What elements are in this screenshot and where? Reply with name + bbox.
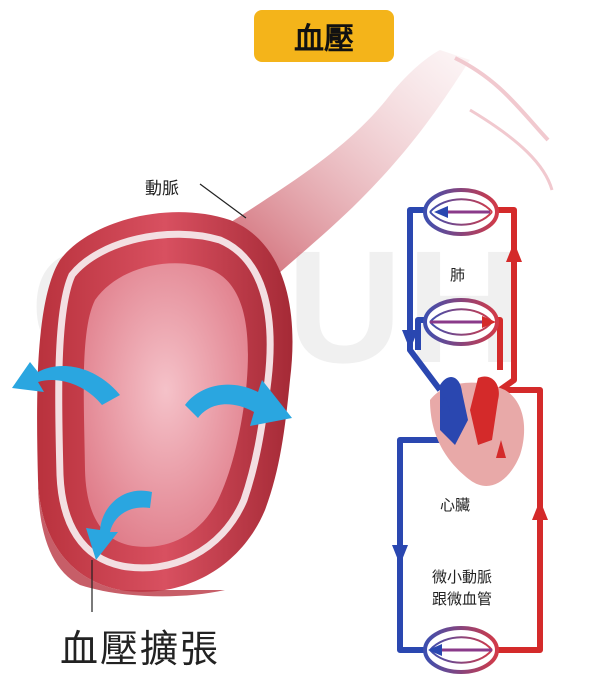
expansion-arrow-bottom [86,490,152,560]
label-capillary-line1: 微小動脈 [432,568,493,586]
expansion-arrow-right [185,380,292,426]
label-blood-pressure-dilation: 血壓擴張 [60,627,221,671]
arrow-venous-down-1 [402,330,418,350]
body-capillary-bottom [423,626,499,674]
label-lung: 肺 [450,266,466,284]
heart-illustration [430,376,525,486]
label-capillary-line2: 跟微血管 [432,590,493,608]
artery-lumen [83,263,248,547]
label-heart: 心臟 [440,496,471,514]
artery-leader-line [199,183,247,219]
arrow-arterial-up-1 [506,242,522,262]
page-title: 血壓 [254,10,394,62]
lung-capillary-top [423,188,499,236]
arrow-arterial-up-2 [532,500,548,520]
label-artery: 動脈 [145,179,179,199]
lung-capillary-middle [423,298,499,346]
artery-tail [190,50,470,300]
artery-tail-thread [454,56,550,142]
expansion-arrow-left [12,362,120,405]
artery-tail-thread-2 [469,108,554,191]
arrow-venous-down-2 [392,545,408,565]
artery-wall-layer [55,230,274,572]
